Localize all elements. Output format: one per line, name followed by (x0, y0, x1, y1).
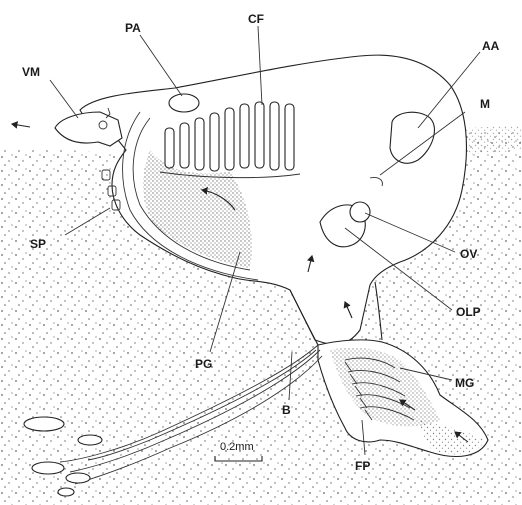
leader-pa (140, 35, 182, 96)
label-fp: FP (355, 459, 370, 473)
sand-grain (78, 435, 102, 445)
sand-grain (66, 473, 90, 483)
scale-bar-label: 0.2mm (220, 441, 254, 453)
leader-vm (50, 80, 78, 118)
label-pa: PA (125, 21, 141, 35)
label-m: M (480, 97, 490, 111)
label-mg: MG (455, 376, 474, 390)
pa-organ (169, 94, 199, 112)
label-aa: AA (482, 39, 500, 53)
label-vm: VM (22, 65, 40, 79)
sand-grain (24, 417, 64, 431)
label-sp: SP (30, 237, 46, 251)
label-cf: CF (248, 12, 264, 26)
sand-grain (58, 488, 74, 496)
flow-arrow-left (12, 124, 30, 127)
ov-organ (350, 202, 370, 222)
label-ov: OV (460, 247, 477, 261)
sand-grain (32, 462, 64, 474)
label-olp: OLP (456, 305, 481, 319)
label-b: B (282, 403, 291, 417)
vm-snout (55, 112, 122, 146)
label-pg: PG (195, 357, 212, 371)
